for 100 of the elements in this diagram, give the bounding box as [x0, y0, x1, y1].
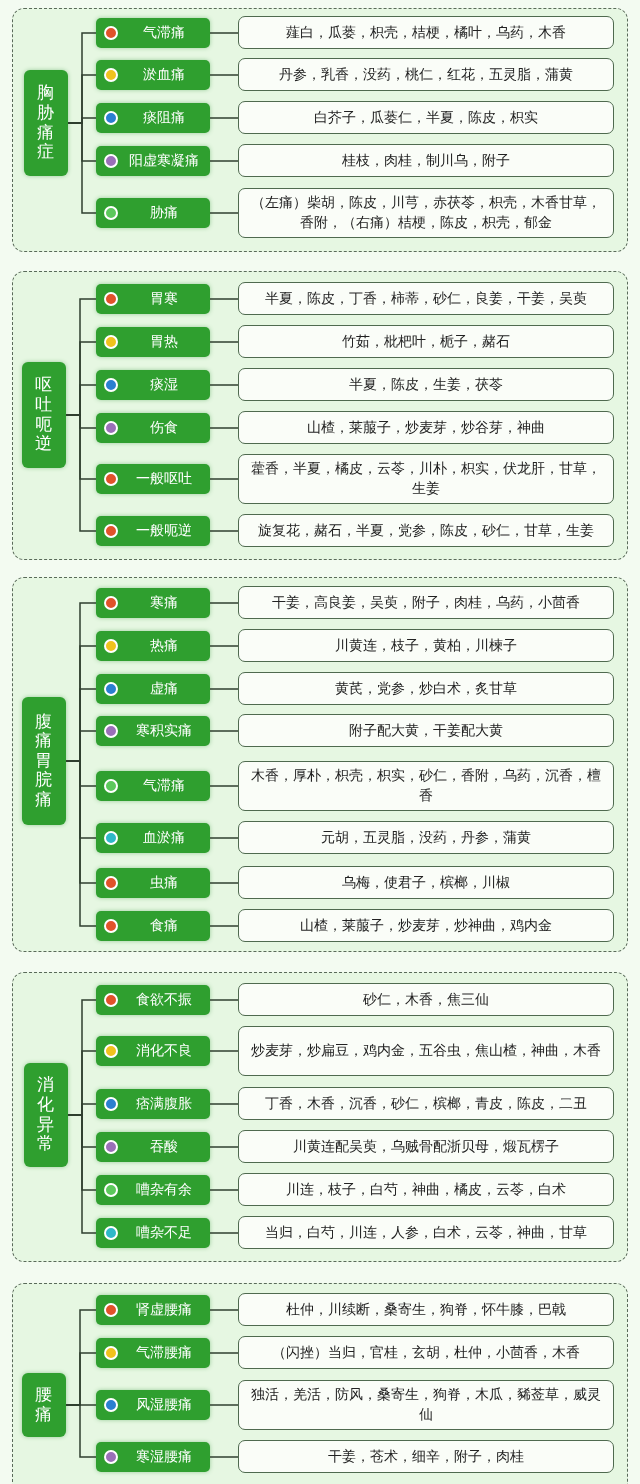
symptom-tag: [95, 197, 210, 228]
symptom-label: 寒积实痛: [134, 721, 193, 740]
connector-line: [209, 74, 239, 76]
symptom-tag: [95, 1088, 210, 1119]
symptom-label: 胁痛: [148, 203, 179, 222]
symptom-label: 嘈杂不足: [134, 1223, 193, 1242]
symptom-tag: [95, 102, 210, 133]
symptom-label: 一般呃逆: [134, 521, 193, 540]
herb-list-box: 元胡，五灵脂，没药，丹参，蒲黄: [237, 821, 614, 854]
symptom-tag: [95, 369, 210, 400]
group-panel: [12, 1283, 628, 1484]
herb-list-box: 当归，白芍，川连，人参，白术，云苓，神曲，甘草: [237, 1216, 614, 1249]
herb-list-box: 山楂，莱菔子，炒麦芽，炒神曲，鸡内金: [237, 909, 614, 942]
symptom-tag: [95, 1217, 210, 1248]
connector-line: [209, 882, 239, 884]
connector-line: [209, 837, 239, 839]
symptom-label: 食欲不振: [134, 990, 193, 1009]
herb-list-box: 丹参，乳香，没药，桃仁，红花，五灵脂，蒲黄: [237, 58, 614, 91]
symptom-label: 嘈杂有余: [134, 1180, 193, 1199]
connector-line: [209, 427, 239, 429]
connector-line: [209, 730, 239, 732]
symptom-label: 气滞痛: [141, 23, 186, 42]
symptom-tag: [95, 984, 210, 1015]
connector-line: [209, 645, 239, 647]
herb-list-box: 川连，枝子，白芍，神曲，橘皮，云苓，白术: [237, 1173, 614, 1206]
symptom-label: 寒湿腰痛: [134, 1447, 193, 1466]
herb-list-box: 川黄连配吴萸，乌贼骨配浙贝母，煅瓦楞子: [237, 1130, 614, 1163]
symptom-label: 气滞痛: [141, 776, 186, 795]
herb-list-box: 杜仲，川续断，桑寄生，狗脊，怀牛膝，巴戟: [237, 1293, 614, 1326]
category-heading-box: 消化异常: [23, 1062, 68, 1167]
connector-line: [209, 999, 239, 1001]
connector-line: [209, 688, 239, 690]
connector-line: [209, 1146, 239, 1148]
symptom-label: 寒痛: [148, 593, 179, 612]
connector-line: [209, 1103, 239, 1105]
symptom-tag: [95, 283, 210, 314]
category-heading-box: 呕吐呃逆: [21, 361, 66, 468]
herb-list-box: 桂枝，肉桂，制川乌，附子: [237, 144, 614, 177]
symptom-tag: [95, 630, 210, 661]
connector-line: [209, 478, 239, 480]
herb-list-box: 旋复花，赭石，半夏，党参，陈皮，砂仁，甘草，生姜: [237, 514, 614, 547]
symptom-tag: [95, 515, 210, 546]
connector-line: [209, 1404, 239, 1406]
symptom-tag: [95, 587, 210, 618]
connector-line: [209, 785, 239, 787]
connector-line: [209, 1050, 239, 1052]
symptom-tag: [95, 1131, 210, 1162]
symptom-label: 肾虚腰痛: [134, 1300, 193, 1319]
group-panel: [12, 972, 628, 1262]
herb-list-box: 竹茹，枇杷叶，栀子，赭石: [237, 325, 614, 358]
symptom-label: 食痛: [148, 916, 179, 935]
symptom-label: 风湿腰痛: [134, 1395, 193, 1414]
herb-list-box: 乌梅，使君子，槟榔，川椒: [237, 866, 614, 899]
symptom-tag: [95, 1294, 210, 1325]
symptom-tag: [95, 412, 210, 443]
herb-list-box: （闪挫）当归，官桂，玄胡，杜仲，小茴香，木香: [237, 1336, 614, 1369]
herb-list-box: 黄芪，党参，炒白术，炙甘草: [237, 672, 614, 705]
herb-list-box: 木香，厚朴，枳壳，枳实，砂仁，香附，乌药，沉香，檀香: [237, 760, 614, 811]
connector-line: [209, 925, 239, 927]
symptom-label: 胃热: [148, 332, 179, 351]
symptom-label: 消化不良: [134, 1041, 193, 1060]
connector-line: [209, 341, 239, 343]
symptom-tag: [95, 910, 210, 941]
herb-list-box: 白芥子，瓜蒌仁，半夏，陈皮，枳实: [237, 101, 614, 134]
symptom-label: 吞酸: [148, 1137, 179, 1156]
connector-line: [209, 1456, 239, 1458]
group-panel: [12, 577, 628, 952]
symptom-label: 痰阻痛: [141, 108, 186, 127]
connector-line: [209, 602, 239, 604]
symptom-label: 虚痛: [148, 679, 179, 698]
connector-line: [209, 212, 239, 214]
herb-list-box: 附子配大黄，干姜配大黄: [237, 714, 614, 747]
symptom-tag: [95, 463, 210, 494]
herb-list-box: 藿香，半夏，橘皮，云苓，川朴，枳实，伏龙肝，甘草，生姜: [237, 453, 614, 504]
symptom-tag: [95, 59, 210, 90]
group-panel: [12, 271, 628, 560]
connector-line: [209, 160, 239, 162]
category-heading-box: 腰痛: [21, 1372, 66, 1437]
symptom-label: 胃寒: [148, 289, 179, 308]
symptom-label: 虫痛: [148, 873, 179, 892]
symptom-tag: [95, 17, 210, 48]
symptom-label: 气滞腰痛: [134, 1343, 193, 1362]
herb-list-box: 炒麦芽，炒扁豆，鸡内金，五谷虫，焦山楂，神曲，木香: [237, 1025, 614, 1076]
herb-list-box: 薤白，瓜蒌，枳壳，桔梗，橘叶，乌药，木香: [237, 16, 614, 49]
connector-line: [209, 530, 239, 532]
symptom-tag: [95, 770, 210, 801]
symptom-label: 一般呕吐: [134, 469, 193, 488]
symptom-label: 痞满腹胀: [134, 1094, 193, 1113]
connector-line: [209, 298, 239, 300]
tree-connector: [65, 760, 97, 927]
herb-list-box: 山楂，莱菔子，炒麦芽，炒谷芽，神曲: [237, 411, 614, 444]
symptom-label: 淤血痛: [141, 65, 186, 84]
herb-list-box: 半夏，陈皮，丁香，柿蒂，砂仁，良姜，干姜，吴萸: [237, 282, 614, 315]
connector-line: [209, 32, 239, 34]
connector-line: [209, 1189, 239, 1191]
herb-list-box: 独活，羌活，防风，桑寄生，狗脊，木瓜，豨莶草，威灵仙: [237, 1379, 614, 1430]
symptom-tag: [95, 673, 210, 704]
herb-list-box: 干姜，苍术，细辛，附子，肉桂: [237, 1440, 614, 1473]
connector-line: [209, 1352, 239, 1354]
symptom-tag: [95, 1389, 210, 1420]
